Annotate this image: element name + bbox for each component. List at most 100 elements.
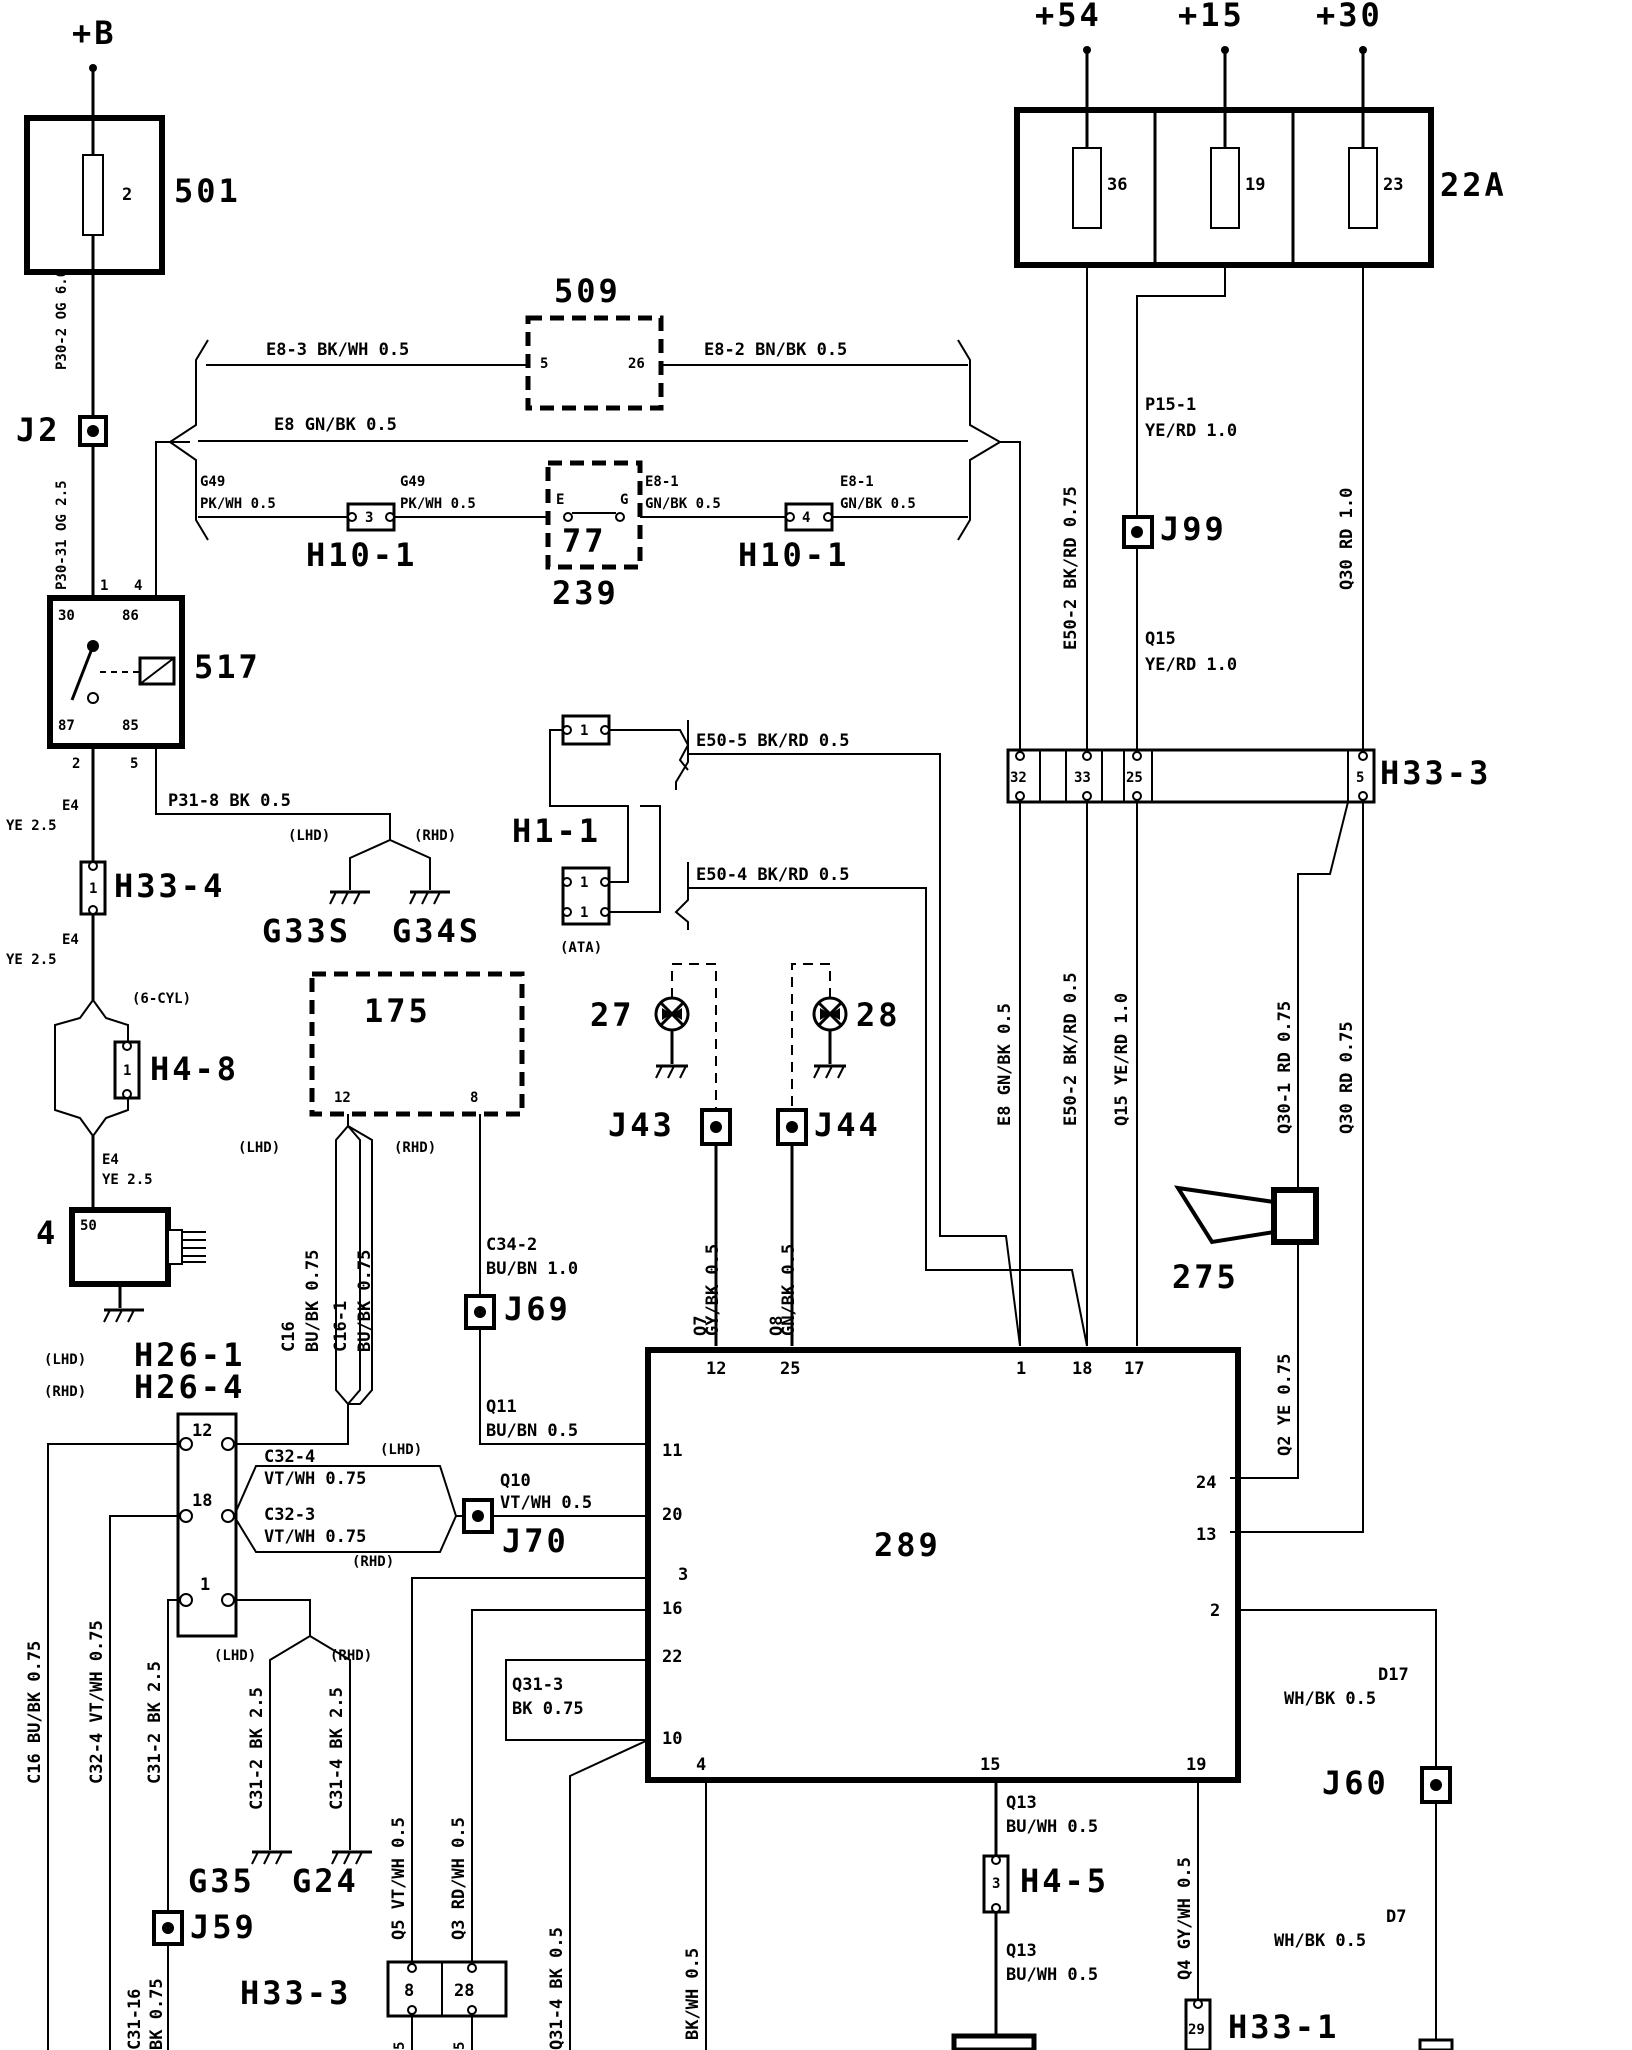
wire-c34-2-name: C34-2 [486,1235,537,1255]
wire-517-pin4 [155,441,190,598]
supply-15-label: +15 [1178,0,1245,34]
wire-e4-b-spec: YE 2.5 [6,952,57,968]
h26-pin-18: 18 [192,1491,212,1511]
wire-g49-a-name: G49 [200,474,225,490]
wire-e50-2-v-label: E50-2 BK/RD 0.5 [1061,972,1081,1126]
fuse-19-number: 19 [1245,175,1265,195]
relay-517-pin86: 86 [122,608,139,624]
wire-q30-1-label: Q30-1 RD 0.75 [1275,1001,1295,1134]
lamp-28-label: 28 [856,996,901,1034]
g35-label: G35 [188,1862,255,1900]
wire-q30-v-label: Q30 RD 0.75 [1337,1021,1357,1134]
wire-q3-label: Q3 RD/WH 0.5 [449,1817,469,1940]
supply-54-label: +54 [1035,0,1102,34]
ground-g24-icon [331,1850,372,1865]
j2-label: J2 [16,411,61,449]
wire-h1-loop-b [640,805,661,913]
lhd-label-g35: (LHD) [214,1648,256,1664]
wire-e4-b-name: E4 [62,932,79,948]
wire-c31-4-label: C31-4 BK 2.5 [327,1687,347,1810]
switch-239-pin-g: G [620,492,628,508]
wire-q30-1 [1297,801,1349,1190]
wire-q15-v-label: Q15 YE/RD 1.0 [1112,993,1132,1126]
h1-1-top-pin: 1 [580,723,588,739]
wire-c16-1-spec: BU/BK 0.75 [355,1250,375,1352]
h33-3-bottom-pin-28: 28 [454,1981,474,2001]
ground-g35-icon [251,1850,292,1865]
ecu-bottom-pin-4: 4 [696,1755,706,1775]
j70-connector [462,1498,494,1534]
switch-239-label: 239 [552,574,619,612]
cut-label-5a: 5 [392,2042,408,2050]
h10-1-right-pin: 4 [802,510,810,526]
wire-q7-name: Q7 [691,1316,711,1336]
comp-175-pin8: 8 [470,1090,478,1106]
h1-1-ata-pin-1: 1 [580,875,588,891]
wire-c32-3-name: C32-3 [264,1505,315,1525]
wire-e50-4-label: E50-4 BK/RD 0.5 [696,865,850,885]
lhd-label-c16: (LHD) [238,1140,280,1156]
rhd-label-g24: (RHD) [330,1648,372,1664]
switch-239: E G 77 [545,460,643,570]
wire-e50-5-label: E50-5 BK/RD 0.5 [696,731,850,751]
ecu-left-pin-20: 20 [662,1505,682,1525]
ecu-top-pin-12: 12 [706,1359,726,1379]
wire-q13-a-spec: BU/WH 0.5 [1006,1817,1098,1837]
wire-d17-spec: WH/BK 0.5 [1284,1689,1376,1709]
wire-e50-5 [688,753,1021,1347]
h1-1-connector-ata: 1 1 [561,866,611,926]
h4-8-connector: 1 [113,1040,141,1100]
h33-3-pin-25: 25 [1126,770,1143,786]
bus-left-bracket [168,339,209,541]
wire-p31-8-label: P31-8 BK 0.5 [168,791,291,811]
starter-motor-4: 50 [69,1207,206,1323]
wire-q2 [1230,1242,1299,1479]
g33s-label: G33S [262,912,351,950]
wire-q30-v [1230,802,1364,1533]
ecu-right-pin-24: 24 [1196,1473,1216,1493]
j43-label: J43 [608,1106,675,1144]
g24-label: G24 [292,1862,359,1900]
wire-c16-spec: BU/BK 0.75 [303,1250,323,1352]
wire-d7-name: D7 [1386,1907,1406,1927]
starter-pin-50: 50 [80,1218,97,1234]
g34s-label: G34S [392,912,481,950]
ecu-left-pin-22: 22 [662,1647,682,1667]
wire-e8-2-label: E8-2 BN/BK 0.5 [704,340,847,360]
wire-e50-2-top-label: E50-2 BK/RD 0.75 [1061,486,1081,650]
j44-label: J44 [814,1106,881,1144]
wire-q31-4-label: Q31-4 BK 0.5 [547,1927,567,2050]
wire-p31-8 [155,746,391,840]
j44-connector [776,1108,808,1146]
j69-label: J69 [504,1290,571,1328]
horn-275 [1173,1185,1319,1245]
ecu-left-pin-3: 3 [678,1565,688,1585]
wire-q7-spec: GY/BK 0.5 [703,1244,723,1336]
wire-q11-name: Q11 [486,1397,517,1417]
wire-q5-label: Q5 VT/WH 0.5 [389,1817,409,1940]
h33-3-top-label: H33-3 [1380,754,1491,792]
j43-connector [700,1108,732,1146]
wire-ground-split [349,838,431,890]
lamp-27 [654,963,717,1110]
lhd-label-c32: (LHD) [380,1442,422,1458]
wire-q13-a-name: Q13 [1006,1793,1037,1813]
supply-30-label: +30 [1316,0,1383,34]
ecu-left-pin-11: 11 [662,1441,682,1461]
ecu-right-pin-2: 2 [1210,1601,1220,1621]
component-175-label: 175 [364,992,431,1030]
h33-4-pin: 1 [89,881,97,897]
cut-label-5b: 5 [452,2042,468,2050]
wire-ground-g35-g24 [269,1634,351,1850]
ecu-top-pin-1: 1 [1016,1359,1026,1379]
wire-h1-loop-a [549,729,629,883]
h33-4-connector: 1 [79,860,107,916]
j60-label: J60 [1322,1764,1389,1802]
wire-q31-3 [505,1659,648,1741]
fuse-501-number: 2 [122,185,132,205]
relay-517-pin4: 4 [134,578,142,594]
wire-c31-2-label: C31-2 BK 2.5 [247,1687,267,1810]
ecu-top-pin-25: 25 [780,1359,800,1379]
relay-517-pin87: 87 [58,718,75,734]
